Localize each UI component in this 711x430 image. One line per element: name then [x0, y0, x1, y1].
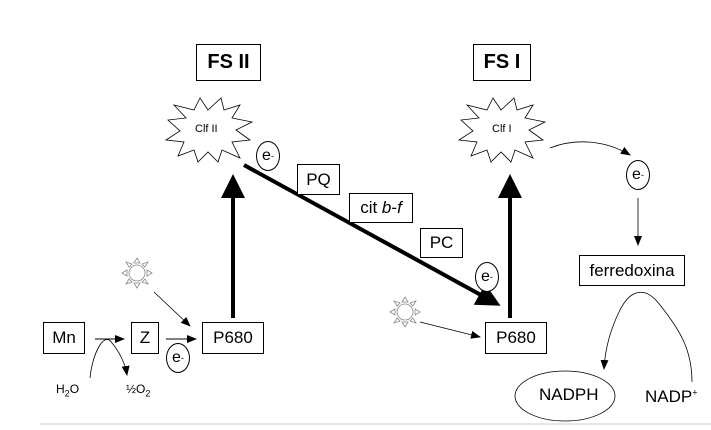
ferredoxin-box: ferredoxina	[579, 255, 685, 286]
half-o: ½O	[126, 382, 146, 396]
electron-badge: e-	[166, 343, 190, 373]
p680-fs2-box: P680	[202, 322, 264, 354]
arrow-clf1-e	[549, 141, 631, 156]
electron-label: e	[262, 147, 271, 164]
mn-box: Mn	[43, 322, 85, 354]
nadp-text: NADP	[645, 387, 693, 406]
electron-transport-arrow	[243, 163, 501, 306]
oxygen-label: ½O2	[126, 382, 150, 398]
cit-dash: -	[391, 198, 398, 217]
electron-label: e	[632, 166, 641, 183]
nadp-reduction-arrow	[600, 292, 693, 383]
light-arrow-fs1	[419, 321, 481, 339]
pq-box: PQ	[297, 164, 340, 195]
nadp-label: NADP+	[645, 387, 698, 407]
electron-sup: -	[180, 353, 184, 363]
starburst-icon	[164, 97, 254, 163]
o: O	[69, 382, 80, 396]
clf1-label: Clf I	[492, 123, 512, 135]
h-sub: 2	[64, 388, 70, 399]
electron-label: e	[172, 349, 181, 366]
electron-sup: -	[270, 151, 274, 161]
cit-label: cit	[360, 198, 382, 217]
electron-label: e	[481, 268, 490, 285]
fs1-title: FS I	[473, 44, 531, 81]
electron-badge: e-	[626, 160, 650, 190]
nadp-sup: +	[692, 387, 698, 398]
sun-icon	[121, 257, 153, 289]
light-arrow-fs2	[153, 291, 191, 327]
electron-badge: e-	[475, 262, 499, 292]
nadph-ellipse	[514, 370, 616, 422]
sun-icon	[389, 296, 421, 328]
p680-fs1-box: P680	[485, 322, 547, 354]
water-split-arrow	[89, 339, 130, 379]
z-box: Z	[131, 322, 159, 354]
water-label: H2O	[56, 382, 79, 398]
pc-box: PC	[420, 228, 463, 258]
h: H	[56, 382, 65, 396]
clf2-label: Clf II	[195, 123, 218, 135]
fs2-title: FS II	[196, 44, 261, 81]
electron-badge: e-	[256, 141, 280, 171]
cit-b: b	[381, 198, 392, 217]
cit-f: f	[397, 198, 402, 217]
o-sub: 2	[145, 388, 151, 399]
starburst-icon	[457, 97, 547, 163]
electron-sup: -	[640, 170, 644, 180]
nadph-label: NADPH	[539, 385, 599, 404]
electron-sup: -	[489, 272, 493, 282]
cit-bf-box: cit b-f	[349, 193, 413, 223]
